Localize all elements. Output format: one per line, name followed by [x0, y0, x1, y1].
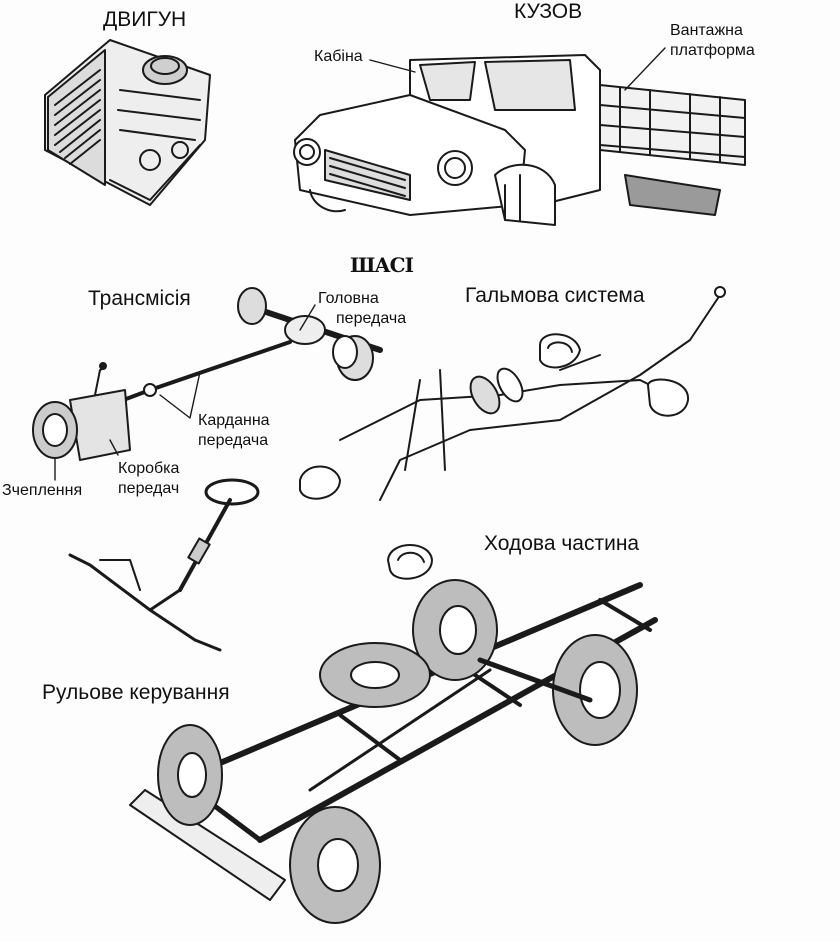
cardan-label-line2: передача	[198, 432, 269, 449]
clutch-label: Зчеплення	[2, 482, 83, 499]
final-drive-label-line2: передача	[336, 310, 407, 327]
leader-cabin	[369, 59, 416, 73]
cargo-platform-label-line2: платформа	[670, 42, 755, 59]
running-gear-illustration	[129, 579, 658, 924]
transmission-illustration	[32, 287, 383, 461]
brake-system-label: Гальмова система	[465, 284, 645, 307]
engine-label: ДВИГУН	[103, 8, 187, 31]
leader-final-drive	[299, 304, 316, 331]
steering-illustration	[68, 478, 260, 652]
chassis-title: ШАСІ	[350, 253, 414, 277]
transmission-label: Трансмісія	[88, 287, 191, 310]
running-gear-label: Ходова частина	[484, 532, 640, 555]
leader-cardan	[159, 371, 201, 419]
final-drive-label-line1: Головна	[318, 290, 379, 307]
engine-illustration	[44, 39, 211, 206]
gearbox-label-line2: передач	[118, 480, 180, 497]
leader-gearbox	[109, 439, 119, 456]
cardan-label-line1: Карданна	[198, 412, 270, 429]
cargo-platform-label-line1: Вантажна	[670, 22, 743, 39]
gearbox-label-line1: Коробка	[118, 460, 180, 477]
leader-lines	[54, 47, 666, 481]
brake-system-illustration	[299, 286, 726, 580]
truck-body-illustration	[293, 54, 746, 226]
cabin-label: Кабіна	[314, 48, 363, 65]
leader-cargo-platform	[624, 47, 666, 91]
body-label: КУЗОВ	[514, 0, 583, 23]
steering-label: Рульове керування	[42, 681, 230, 704]
